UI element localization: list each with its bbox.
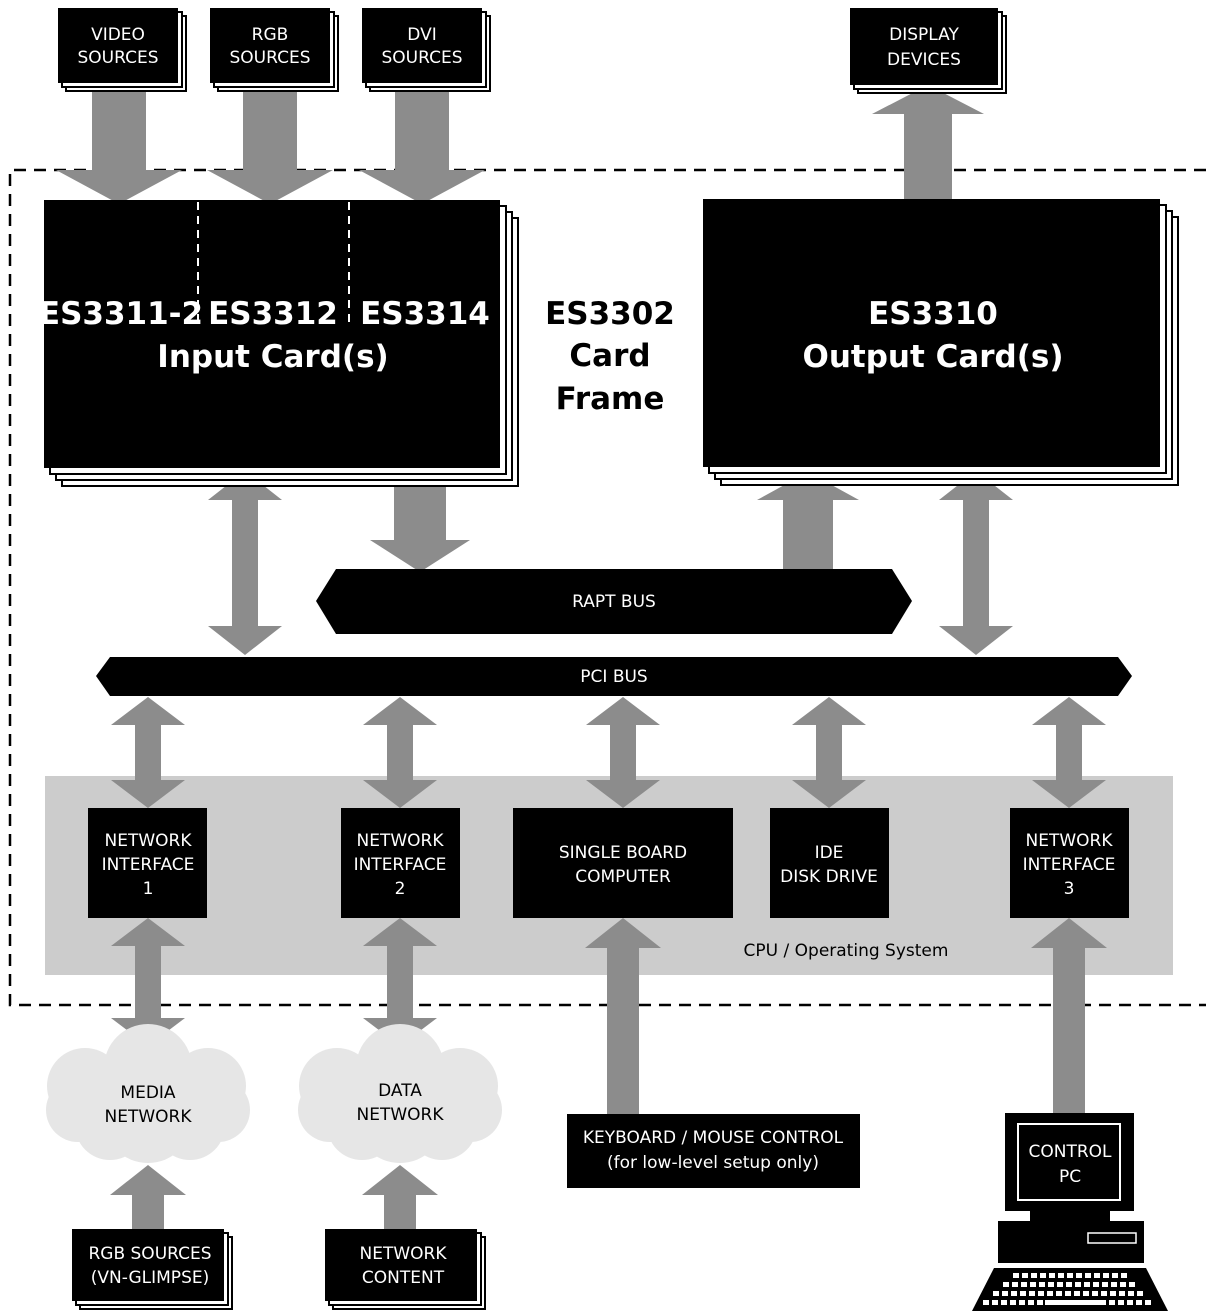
rapt-bus-label: RAPT BUS — [572, 592, 656, 612]
dvi-sources-arrow — [359, 88, 485, 204]
network-content-line1: NETWORK — [360, 1244, 448, 1264]
net2-line3: 2 — [395, 879, 406, 899]
media-network-line2: NETWORK — [105, 1107, 193, 1127]
pci-module-arrows — [111, 697, 1106, 808]
single-board-computer: SINGLE BOARD COMPUTER — [513, 808, 733, 918]
net3-line2: INTERFACE — [1023, 855, 1116, 875]
keyboard-mouse-box: KEYBOARD / MOUSE CONTROL (for low-level … — [567, 1114, 860, 1188]
input-card-model-2: ES3312 — [208, 296, 338, 332]
network-interface-3: NETWORK INTERFACE 3 — [1010, 808, 1129, 918]
rgb-sources-line1: RGB — [252, 25, 289, 45]
data-network-cloud — [298, 1024, 502, 1163]
data-network-line2: NETWORK — [357, 1105, 445, 1125]
card-frame-line2: Card — [569, 338, 650, 374]
content-data-arrow — [362, 1165, 438, 1229]
dvi-sources-line1: DVI — [407, 25, 436, 45]
lower-arrows — [110, 918, 1107, 1229]
net1-line3: 1 — [143, 879, 154, 899]
rgb-sources-arrow — [207, 88, 333, 204]
net2-data-arrow — [363, 918, 437, 1046]
network-content-line2: CONTENT — [362, 1268, 445, 1288]
output-pci-arrow — [939, 471, 1013, 655]
cpu-os-label: CPU / Operating System — [744, 941, 949, 961]
pci-net1-arrow — [111, 697, 185, 808]
net2-line1: NETWORK — [357, 831, 445, 851]
sbc-line1: SINGLE BOARD — [559, 843, 687, 863]
media-network-cloud — [46, 1024, 250, 1163]
control-pc-line1: CONTROL — [1028, 1142, 1112, 1162]
video-sources-line1: VIDEO — [91, 25, 145, 45]
ide-line2: DISK DRIVE — [780, 867, 878, 887]
keyboard-line2: (for low-level setup only) — [607, 1153, 819, 1173]
pci-ide-arrow — [792, 697, 866, 808]
pci-net3-arrow — [1032, 697, 1106, 808]
network-interface-1: NETWORK INTERFACE 1 — [88, 808, 207, 918]
rgb-glimpse-line2: (VN-GLIMPSE) — [91, 1268, 209, 1288]
display-devices-box: DISPLAY DEVICES — [850, 8, 1007, 94]
sbc-line2: COMPUTER — [575, 867, 671, 887]
pci-sbc-arrow — [586, 697, 660, 808]
ide-disk-drive: IDE DISK DRIVE — [770, 808, 889, 918]
display-devices-line2: DEVICES — [887, 50, 961, 70]
rgb-glimpse-line1: RGB SOURCES — [88, 1244, 211, 1264]
net1-media-arrow — [111, 918, 185, 1046]
keyboard-sbc-arrow — [585, 918, 661, 1114]
network-content-box: NETWORK CONTENT — [325, 1229, 486, 1310]
control-pc: CONTROL PC — [972, 1113, 1168, 1311]
control-pc-line2: PC — [1059, 1167, 1081, 1187]
input-card: ES3311-2 ES3312 ES3314 Input Card(s) — [39, 200, 519, 487]
dvi-sources-box: DVI SOURCES — [362, 8, 491, 92]
rgb-glimpse-box: RGB SOURCES (VN-GLIMPSE) — [72, 1229, 233, 1310]
input-card-model-1: ES3311-2 — [39, 296, 203, 332]
monitor-icon — [1005, 1113, 1134, 1221]
pci-net2-arrow — [363, 697, 437, 808]
network-interface-2: NETWORK INTERFACE 2 — [341, 808, 460, 918]
input-card-label: Input Card(s) — [157, 339, 388, 375]
output-card-label: Output Card(s) — [802, 339, 1063, 375]
net1-line2: INTERFACE — [102, 855, 195, 875]
input-to-rapt-arrow — [370, 474, 470, 572]
display-devices-line1: DISPLAY — [889, 25, 959, 45]
media-network-line1: MEDIA — [120, 1083, 176, 1103]
glimpse-media-arrow — [110, 1165, 186, 1229]
video-sources-arrow — [56, 88, 182, 204]
dvi-sources-line2: SOURCES — [382, 48, 463, 68]
keyboard-icon — [972, 1268, 1168, 1311]
pci-bus-label: PCI BUS — [580, 667, 647, 687]
output-card-model: ES3310 — [868, 296, 998, 332]
input-pci-arrow — [208, 471, 282, 655]
controlpc-net3-arrow — [1031, 918, 1107, 1113]
data-network-line1: DATA — [378, 1081, 422, 1101]
arrows — [56, 85, 1013, 655]
net2-line2: INTERFACE — [354, 855, 447, 875]
output-card: ES3310 Output Card(s) — [703, 199, 1179, 486]
rapt-bus: RAPT BUS — [316, 569, 912, 634]
video-sources-line2: SOURCES — [78, 48, 159, 68]
net3-line3: 3 — [1064, 879, 1075, 899]
rapt-to-output-arrow — [757, 472, 859, 570]
ide-line1: IDE — [815, 843, 844, 863]
card-frame-label: ES3302 Card Frame — [545, 296, 675, 417]
pci-bus: PCI BUS — [96, 657, 1132, 696]
rgb-sources-line2: SOURCES — [230, 48, 311, 68]
keyboard-line1: KEYBOARD / MOUSE CONTROL — [583, 1128, 844, 1148]
net3-line1: NETWORK — [1026, 831, 1114, 851]
card-frame-line3: Frame — [556, 381, 665, 417]
computer-case-icon — [998, 1221, 1144, 1263]
display-devices-arrow — [872, 85, 984, 200]
video-sources-box: VIDEO SOURCES — [58, 8, 187, 92]
rgb-sources-box: RGB SOURCES — [210, 8, 339, 92]
input-card-model-3: ES3314 — [360, 296, 490, 332]
card-frame-line1: ES3302 — [545, 296, 675, 332]
net1-line1: NETWORK — [105, 831, 193, 851]
